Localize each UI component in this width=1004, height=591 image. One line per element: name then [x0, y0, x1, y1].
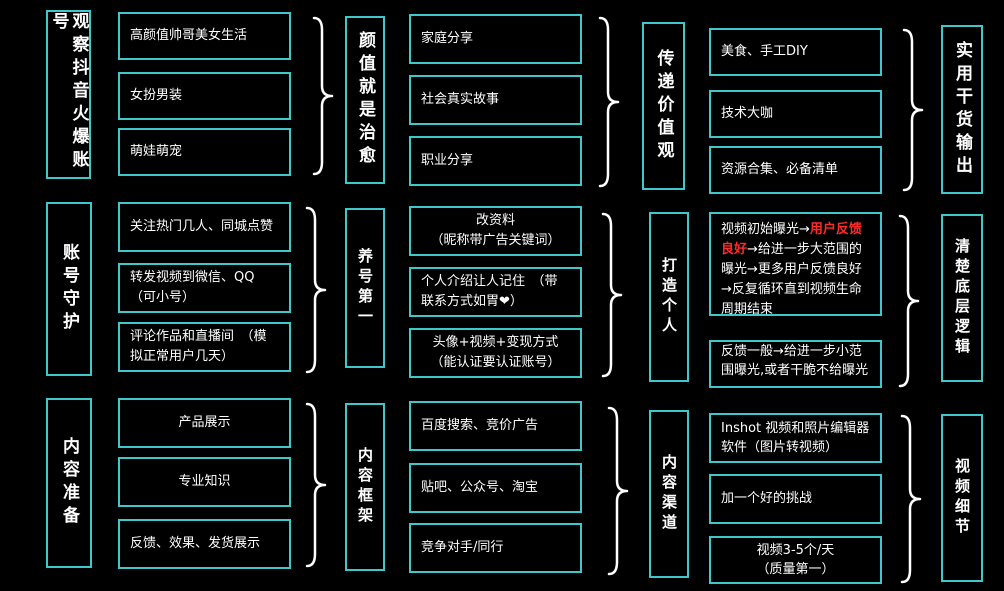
row2-brace-3: [898, 214, 920, 388]
row2-logic-1: 视频初始曝光→用户反馈良好→给进一步大范围的曝光→更多用户反馈良好→反复循环直到…: [709, 212, 882, 317]
row3-item-c1: Inshot 视频和照片编辑器软件（图片转视频）: [709, 413, 882, 463]
row1-label-c: 传递价值观: [642, 22, 685, 190]
row2-label-b: 养号第一: [345, 208, 385, 368]
row3-item-b1: 百度搜索、竞价广告: [409, 401, 582, 451]
row1-brace-3: [902, 28, 924, 192]
row2-item-a2: 转发视频到微信、QQ（可小号）: [118, 263, 291, 313]
row3-label-a: 内容准备: [46, 398, 92, 568]
row3-brace-3: [900, 414, 922, 584]
row1-item-b3: 职业分享: [409, 136, 582, 186]
row2-brace-1: [305, 206, 327, 374]
row2-item-b3: 头像+视频+变现方式 （能认证要认证账号）: [409, 328, 582, 378]
row2-item-a3: 评论作品和直播间 （模拟正常用户几天）: [118, 322, 291, 372]
row1-item-a1: 高颜值帅哥美女生活: [118, 12, 291, 60]
row3-item-a3: 反馈、效果、发货展示: [118, 519, 291, 569]
row1-item-c3: 资源合集、必备清单: [709, 146, 882, 194]
row3-label-d: 视频细节: [941, 414, 983, 582]
row1-brace-1: [312, 16, 334, 176]
row1-label-b: 颜值就是治愈: [345, 16, 385, 184]
row1-label-a: 观察抖音火爆账号: [46, 10, 91, 179]
row1-item-c1: 美食、手工DIY: [709, 28, 882, 76]
row1-brace-2: [598, 16, 620, 188]
row1-label-d: 实用干货输出: [941, 25, 983, 194]
row3-item-a1: 产品展示: [118, 398, 291, 448]
row2-label-a: 账号守护: [46, 202, 92, 376]
row2-item-b1: 改资料 （昵称带广告关键词）: [409, 206, 582, 256]
row3-item-c3: 视频3-5个/天 （质量第一）: [709, 536, 882, 584]
row2-brace-2: [601, 212, 623, 378]
row1-item-c2: 技术大咖: [709, 90, 882, 138]
row1-item-a2: 女扮男装: [118, 72, 291, 120]
row2-logic-1-post: →给进一步大范围的曝光→更多用户反馈良好→反复循环直到视频生命周期结束: [721, 242, 862, 317]
row3-item-b2: 贴吧、公众号、淘宝: [409, 463, 582, 513]
row2-logic-1-pre: 视频初始曝光→: [721, 222, 810, 237]
row3-item-c2: 加一个好的挑战: [709, 474, 882, 524]
row3-item-a2: 专业知识: [118, 457, 291, 507]
row2-label-c: 打造个人: [649, 212, 689, 382]
row1-item-a3: 萌娃萌宠: [118, 128, 291, 176]
row1-item-b2: 社会真实故事: [409, 75, 582, 125]
row2-label-d: 清楚底层逻辑: [941, 214, 983, 382]
row1-item-b1: 家庭分享: [409, 14, 582, 64]
row3-brace-2: [607, 406, 629, 576]
row2-logic-1-highlight: 用户反馈良好: [721, 222, 862, 257]
row2-item-b2: 个人介绍让人记住 （带联系方式如胃❤）: [409, 267, 582, 317]
row3-item-b3: 竞争对手/同行: [409, 523, 582, 573]
row3-label-c: 内容渠道: [649, 410, 689, 578]
row2-item-a1: 关注热门几人、同城点赞: [118, 202, 291, 252]
row3-brace-1: [305, 402, 327, 568]
row2-logic-2: 反馈一般→给进一步小范围曝光,或者干脆不给曝光: [709, 340, 882, 388]
row3-label-b: 内容框架: [345, 403, 385, 571]
